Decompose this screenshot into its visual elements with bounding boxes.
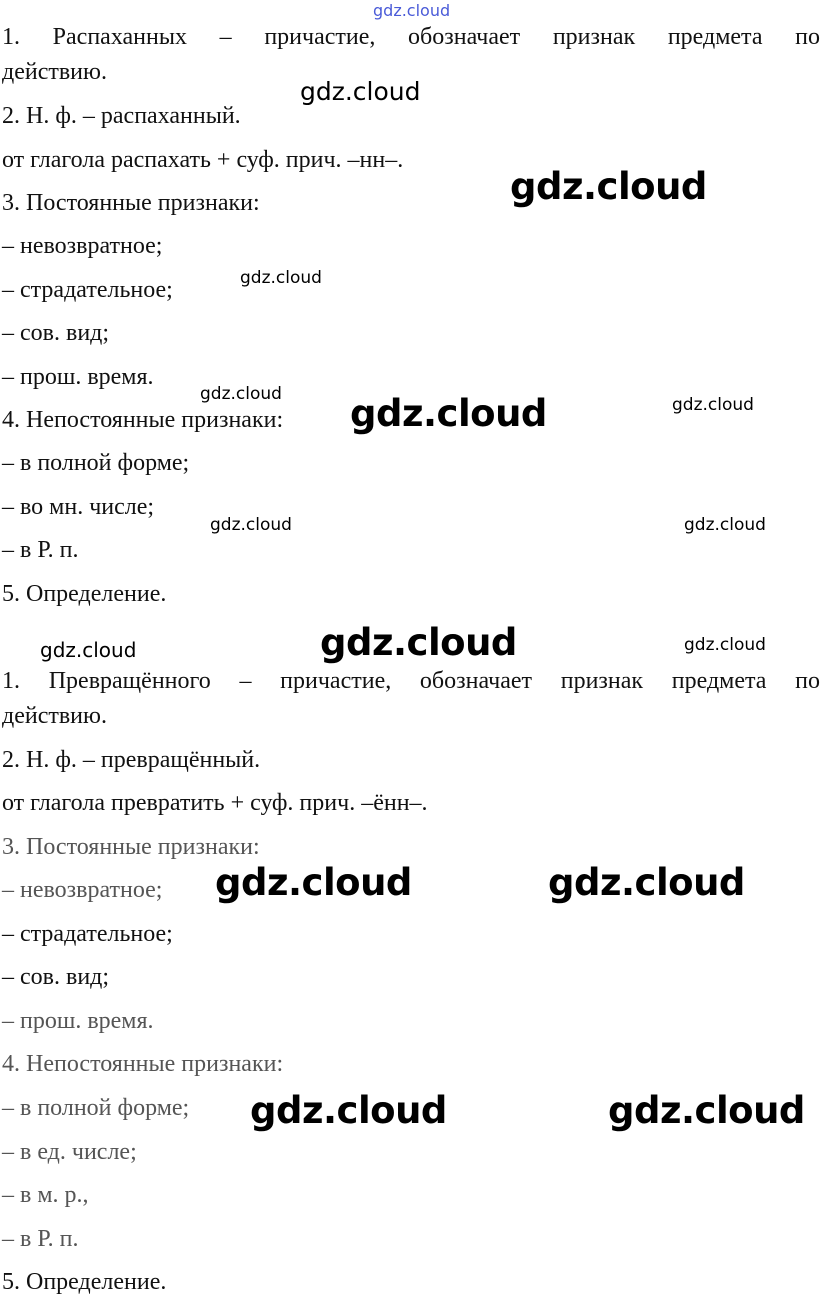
watermark: gdz.cloud	[350, 392, 547, 435]
text-line: – в Р. п.	[2, 537, 79, 563]
watermark: gdz.cloud	[548, 861, 745, 904]
text-line: – прош. время.	[2, 1008, 154, 1034]
watermark: gdz.cloud	[684, 635, 766, 655]
text-line: – сов. вид;	[2, 964, 110, 990]
text-line: – сов. вид;	[2, 320, 110, 346]
text-line: – невозвратное;	[2, 877, 163, 903]
text-line: 2. Н. ф. – распаханный.	[2, 103, 241, 129]
watermark: gdz.cloud	[684, 515, 766, 535]
text-line: – прош. время.	[2, 364, 154, 390]
text-line: от глагола превратить + суф. прич. –ённ–…	[2, 790, 428, 816]
watermark: gdz.cloud	[510, 165, 707, 208]
text-line: – страдательное;	[2, 277, 173, 303]
watermark: gdz.cloud	[215, 861, 412, 904]
text-line: 5. Определение.	[2, 1269, 167, 1295]
watermark: gdz.cloud	[672, 395, 754, 415]
text-line: – в полной форме;	[2, 450, 190, 476]
text-line: 3. Постоянные признаки:	[2, 190, 260, 216]
watermark: gdz.cloud	[240, 268, 322, 288]
text-line: действию.	[2, 703, 107, 729]
text-line: 4. Непостоянные признаки:	[2, 1051, 284, 1077]
text-line: 3. Постоянные признаки:	[2, 834, 260, 860]
text-line: 1. Превращённого – причастие, обозначает…	[2, 668, 820, 694]
top-link[interactable]: gdz.cloud	[373, 1, 451, 20]
text-line: от глагола распахать + суф. прич. –нн–.	[2, 147, 404, 173]
text-line: – невозвратное;	[2, 233, 163, 259]
watermark: gdz.cloud	[320, 621, 517, 664]
text-line: – во мн. числе;	[2, 494, 155, 520]
watermark: gdz.cloud	[608, 1089, 805, 1132]
text-line: – в ед. числе;	[2, 1139, 137, 1165]
watermark: gdz.cloud	[40, 638, 137, 662]
text-line: 5. Определение.	[2, 581, 167, 607]
watermark: gdz.cloud	[210, 515, 292, 535]
text-line: – в Р. п.	[2, 1226, 79, 1252]
watermark: gdz.cloud	[250, 1089, 447, 1132]
watermark: gdz.cloud	[200, 384, 282, 404]
text-line: 4. Непостоянные признаки:	[2, 407, 284, 433]
text-line: 1. Распаханных – причастие, обозначает п…	[2, 24, 820, 50]
watermark: gdz.cloud	[300, 77, 421, 106]
text-line: – в м. р.,	[2, 1182, 89, 1208]
text-line: – страдательное;	[2, 921, 173, 947]
text-line: – в полной форме;	[2, 1095, 190, 1121]
text-line: 2. Н. ф. – превращённый.	[2, 747, 261, 773]
text-line: действию.	[2, 59, 107, 85]
